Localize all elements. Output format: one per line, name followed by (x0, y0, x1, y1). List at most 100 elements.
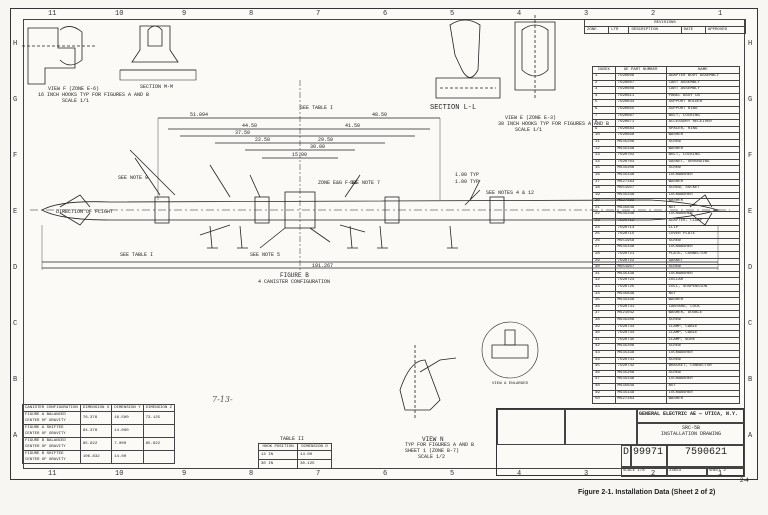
table-cell: 85.622 (142, 437, 176, 451)
table-cell: 14 (592, 158, 616, 167)
table-cell: 49 (592, 389, 616, 398)
table-cell: COVER PLATE (665, 231, 741, 239)
typ-dim-2: 1.00 TYP (455, 179, 480, 185)
zone-marker-right: E (748, 208, 753, 216)
size-cell: D (621, 445, 631, 467)
zone-marker-top: 8 (249, 10, 254, 18)
dim-9: 15.00 (292, 152, 308, 158)
view-n-sub: TYP FOR FIGURES A AND B (405, 442, 475, 448)
zone-marker-left: G (13, 96, 18, 104)
table-cell: 7590733 (614, 323, 667, 332)
zone-marker-right: H (748, 40, 753, 48)
dim-8: 48.50 (372, 112, 388, 118)
parts-col-header: GE PART NUMBER (614, 66, 667, 74)
zone-marker-bottom: 11 (48, 470, 57, 478)
table-cell: MS27183 (614, 396, 667, 404)
table-cell: 34 (592, 290, 616, 299)
table-cell: CART ASSEMBLY (665, 86, 741, 94)
table-cell: WASHER, DOUBLE (665, 310, 741, 318)
cg-col-header: DIMENSION Z (142, 404, 176, 412)
table-cell: PANEL ASSY CB (665, 92, 741, 101)
table-cell: 32 (592, 277, 616, 285)
see-notes-4-12: SEE NOTES 4 & 12 (486, 190, 535, 196)
zone-marker-bottom: 1 (718, 470, 723, 478)
table-cell: GASKET, GROUNDING (665, 158, 741, 167)
table-cell: LOCKWASHER (665, 171, 741, 180)
zone-marker-left: A (13, 432, 18, 440)
table-cell: NUT (665, 290, 741, 299)
table-cell: MS35206 (614, 165, 667, 173)
revisions-header: REVISIONS (584, 19, 746, 27)
table-cell: WASHER (665, 178, 741, 187)
table-cell: MS35338 (614, 145, 667, 154)
table-cell: MS35338 (614, 297, 667, 305)
table-cell: 44 (592, 356, 616, 365)
table-cell: 36 (592, 303, 616, 312)
table-cell: WASHER (665, 145, 741, 154)
table-cell: SCREW (665, 369, 741, 378)
table-cell: 39 (592, 323, 616, 332)
table-cell: FIGURE B SHIFTED CENTER OF GRAVITY (22, 450, 81, 464)
table-cell: 45 (592, 363, 616, 371)
zone-marker-bottom: 10 (115, 470, 124, 478)
table-cell: WASHER (665, 198, 741, 206)
detail-circle (481, 321, 539, 379)
table-cell: 7590741 (614, 356, 667, 365)
table-cell: 7590655 (614, 105, 667, 114)
table-cell: LOCKWASHER (665, 349, 741, 358)
company-name-text: GENERAL ELECTRIC (639, 411, 688, 417)
table-cell: NUT (665, 382, 741, 391)
dim-4: 22.50 (255, 137, 271, 143)
table-cell: CLIP (665, 224, 741, 233)
table-cell: GASKET (665, 257, 741, 266)
table-cell: 14.00 (111, 450, 144, 464)
table-cell: 27 (592, 244, 616, 253)
table-cell: 3 (592, 86, 616, 94)
table-cell: 5 (592, 99, 616, 107)
figure-label: FIGURE B (280, 272, 309, 279)
table-cell: 1 (592, 73, 616, 81)
zone-marker-left: E (13, 208, 18, 216)
table-cell: 7590721 (614, 251, 667, 259)
drawing-subtitle: INSTALLATION DRAWING (660, 431, 721, 437)
table-cell: MS35649 (614, 290, 667, 299)
view-f-outline (27, 27, 76, 85)
view-e-sub: 30 INCH HOOKS TYP FOR FIGURES A AND B (498, 121, 610, 127)
see-table-bottom: SEE TABLE I (120, 252, 154, 258)
dim-3: 37.50 (235, 130, 251, 136)
table-cell: 7590644 (614, 99, 667, 107)
table-ii-title: TABLE II (280, 436, 305, 442)
table-cell: 84.376 (79, 424, 113, 438)
table-cell: MS35206 (614, 369, 667, 378)
zone-marker-right: F (748, 152, 753, 160)
table-cell: SUPPORT HOLDER (665, 99, 741, 107)
zone-marker-bottom: 3 (584, 470, 589, 478)
table-cell: WASHER (665, 396, 741, 404)
dim-2: 44.50 (242, 123, 258, 129)
zone-marker-bottom: 6 (383, 470, 388, 478)
view-e-label: VIEW E (ZONE E-3) (505, 115, 557, 121)
table-cell: SCREW (665, 343, 741, 351)
zone-marker-top: 5 (450, 10, 455, 18)
zone-marker-top: 7 (316, 10, 321, 18)
direction-label: DIRECTION OF FLIGHT (56, 209, 114, 215)
table-cell: 14 IN (257, 450, 299, 460)
revisions-col-header: APPROVED (704, 26, 747, 34)
view-e-scale: SCALE 1/1 (515, 127, 543, 133)
